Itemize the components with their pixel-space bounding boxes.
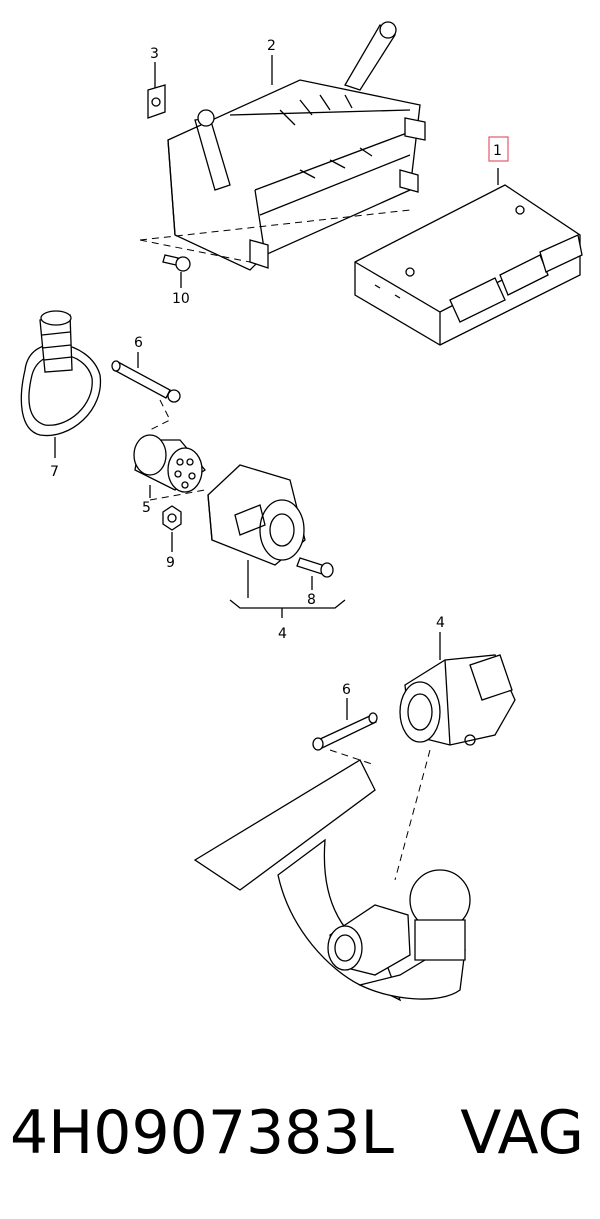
callout-1[interactable]: 1 bbox=[493, 143, 502, 159]
control-unit-drawing bbox=[354, 184, 583, 346]
brand-label: VAG bbox=[460, 1098, 584, 1168]
clip-drawing bbox=[147, 84, 166, 119]
callout-1-highlight bbox=[488, 136, 509, 162]
pin-drawing-lower bbox=[312, 712, 378, 751]
leader-lines bbox=[54, 55, 499, 720]
callout-7[interactable]: 7 bbox=[50, 464, 59, 480]
contact-carrier-drawing bbox=[133, 434, 206, 493]
callout-4-upper[interactable]: 4 bbox=[278, 626, 287, 642]
callout-6-upper[interactable]: 6 bbox=[134, 335, 143, 351]
pin-drawing-upper bbox=[111, 360, 181, 431]
callout-3[interactable]: 3 bbox=[150, 46, 159, 62]
relay-carrier-drawing bbox=[139, 21, 426, 271]
socket-housing-drawing-lower bbox=[399, 654, 516, 746]
seal-drawing bbox=[20, 310, 102, 437]
nut-drawing bbox=[162, 505, 182, 531]
part-number: 4H0907383L bbox=[10, 1098, 394, 1168]
callout-2[interactable]: 2 bbox=[267, 38, 276, 54]
screw-drawing bbox=[162, 254, 191, 272]
footer: 4H0907383L VAG bbox=[0, 1078, 600, 1188]
callout-10[interactable]: 10 bbox=[172, 291, 190, 307]
callout-9[interactable]: 9 bbox=[166, 555, 175, 571]
callout-4-lower[interactable]: 4 bbox=[436, 615, 445, 631]
assembly-line bbox=[394, 749, 431, 881]
tow-bar-drawing bbox=[193, 759, 471, 1002]
socket-housing-drawing-upper bbox=[149, 464, 306, 566]
callout-6-lower[interactable]: 6 bbox=[342, 682, 351, 698]
socket-screw-drawing bbox=[296, 557, 334, 578]
callout-8[interactable]: 8 bbox=[307, 592, 316, 608]
callout-5[interactable]: 5 bbox=[142, 500, 151, 516]
bracket-line bbox=[229, 599, 346, 618]
